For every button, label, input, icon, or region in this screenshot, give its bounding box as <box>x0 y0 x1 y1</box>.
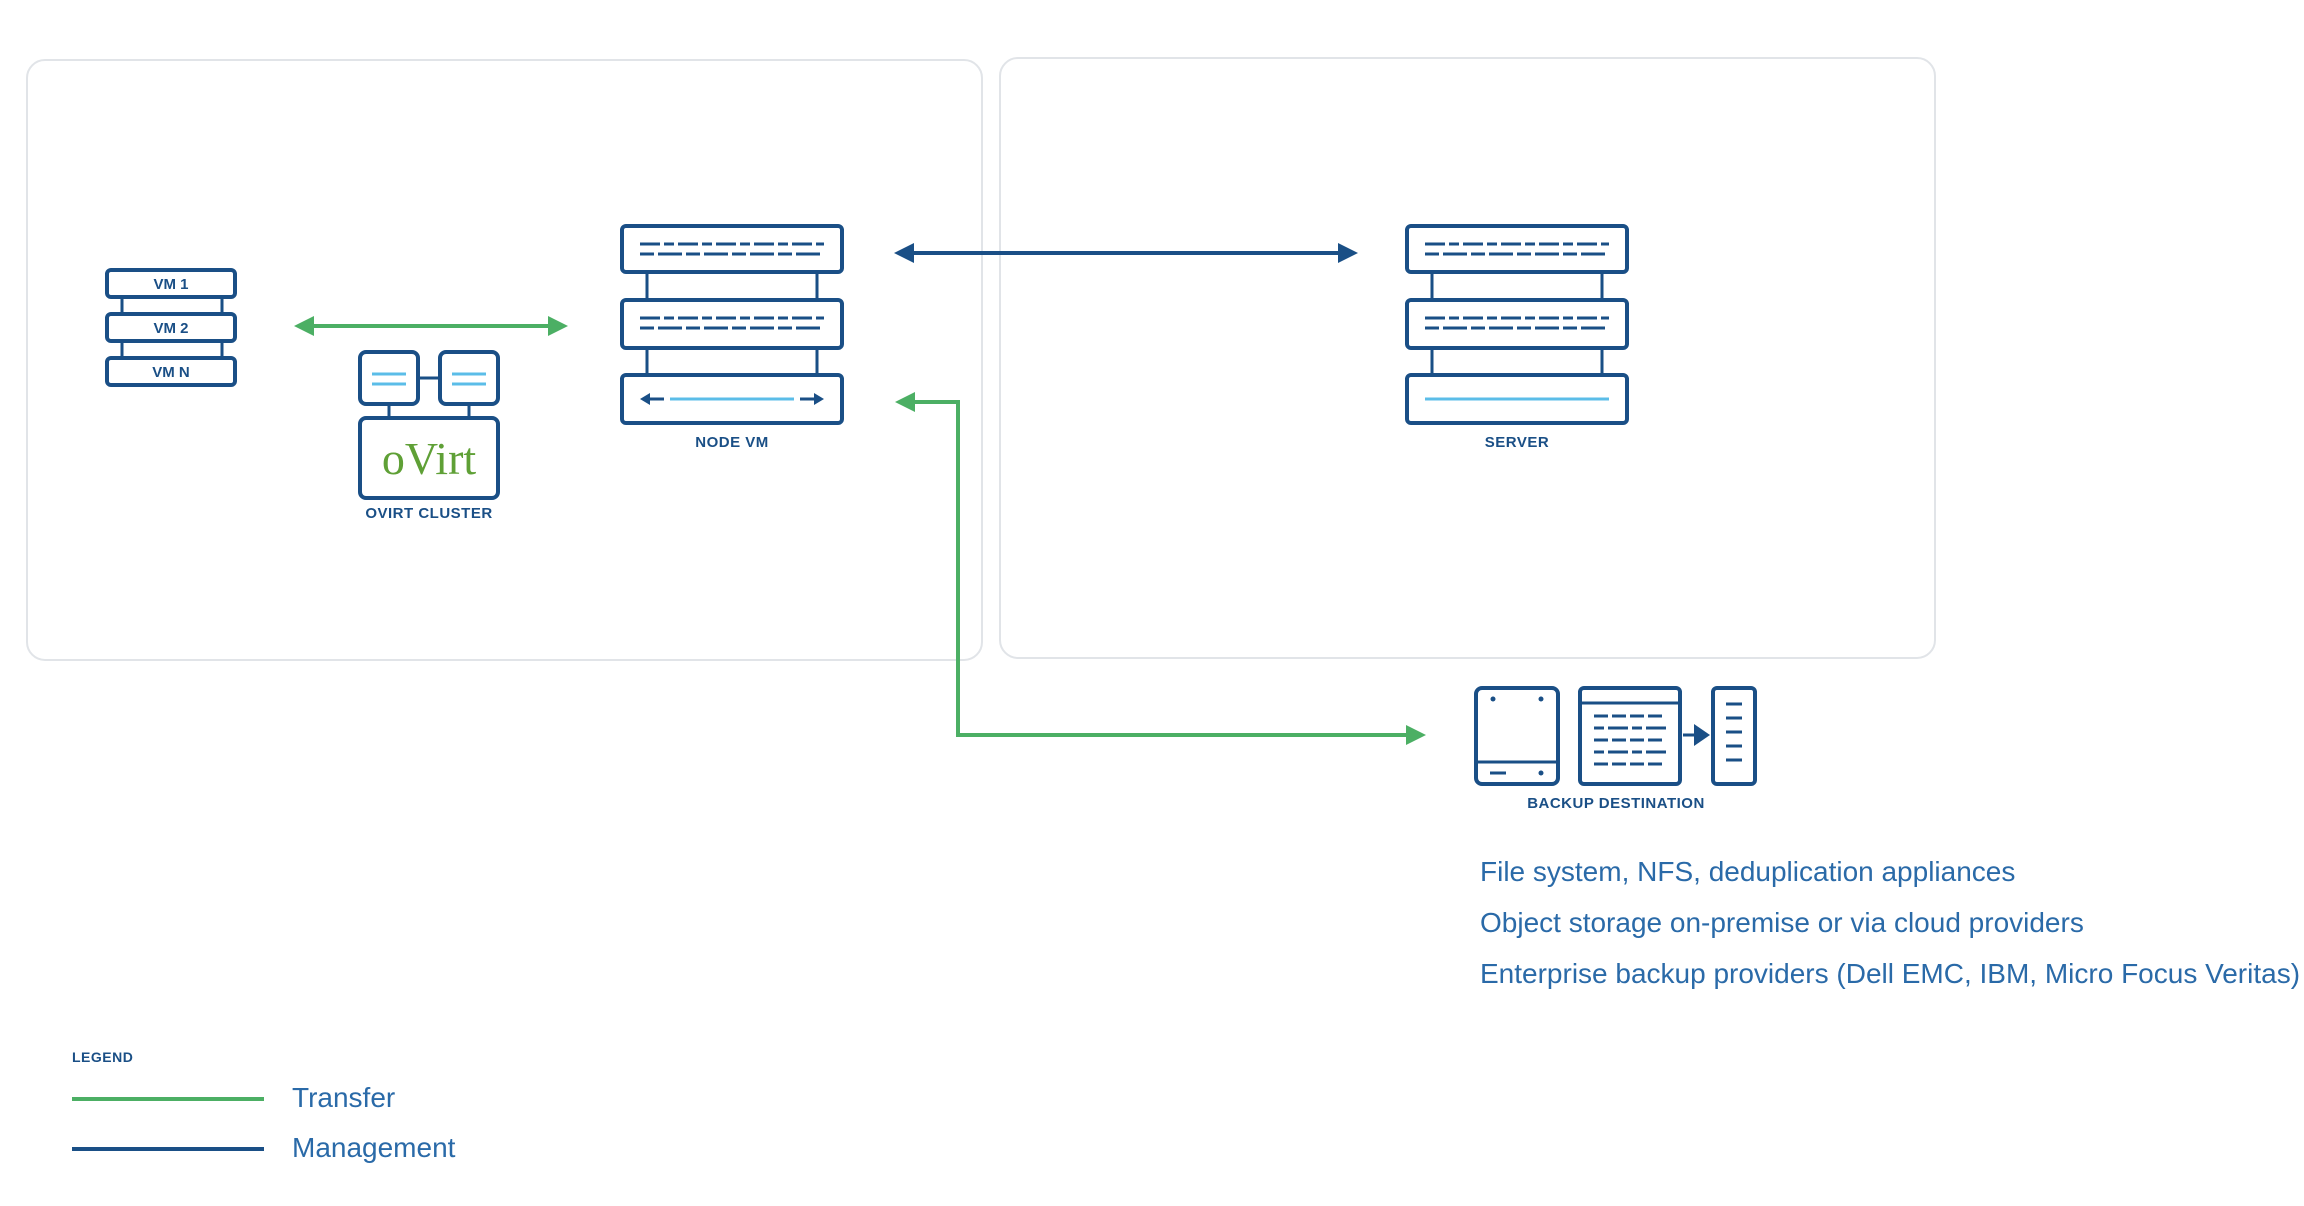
source-environment-panel <box>26 59 983 661</box>
backup-option-filesystem: File system, NFS, deduplication applianc… <box>1480 856 2016 887</box>
vm-1-box <box>105 268 237 299</box>
vm-n-label: VM N <box>152 364 190 381</box>
server-icon <box>1405 224 1629 425</box>
backup-destination-label: BACKUP DESTINATION <box>1527 795 1705 812</box>
backup-destination-icon <box>1474 686 1757 786</box>
vm-n-box <box>105 356 237 387</box>
server-environment-panel <box>999 57 1936 659</box>
tape-icon <box>1711 686 1757 786</box>
vm-2-label: VM 2 <box>153 320 188 337</box>
node-vm-label: NODE VM <box>695 434 769 451</box>
ovirt-cluster-label: OVIRT CLUSTER <box>365 505 493 522</box>
backup-option-enterprise: Enterprise backup providers (Dell EMC, I… <box>1480 958 2301 989</box>
ovirt-cluster-icon: oVirt <box>358 350 500 500</box>
document-icon <box>1578 686 1682 786</box>
disk-drive-icon <box>1474 686 1560 786</box>
legend-management-label: Management <box>292 1132 456 1163</box>
server-label: SERVER <box>1484 434 1550 451</box>
legend-title: LEGEND <box>72 1049 134 1065</box>
backup-transfer-arrow <box>895 392 1426 745</box>
legend-transfer-label: Transfer <box>292 1082 396 1113</box>
vm-1-label: VM 1 <box>153 276 188 293</box>
node-vm-icon <box>620 224 844 425</box>
vm-2-box <box>105 312 237 343</box>
ovirt-logo-text: oVirt <box>382 433 477 484</box>
backup-option-object-storage: Object storage on-premise or via cloud p… <box>1480 907 2084 938</box>
vm-stack-icon: VM 1 VM 2 VM N <box>105 268 237 387</box>
arrow-right-icon <box>1694 724 1710 746</box>
